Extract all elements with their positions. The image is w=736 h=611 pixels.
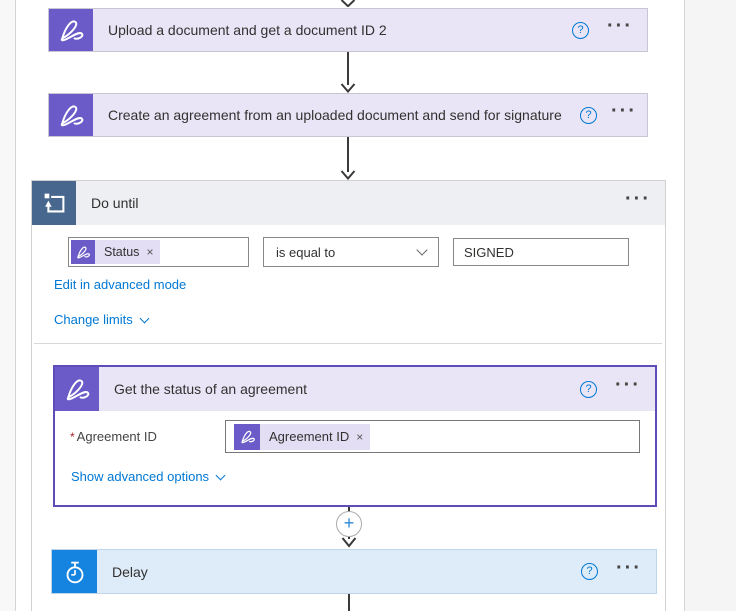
action-card-create-agreement[interactable]: Create an agreement from an uploaded doc… (48, 93, 648, 137)
canvas-right-gutter (686, 0, 736, 611)
insert-step-plus-button[interactable]: + (336, 511, 362, 537)
do-until-loop-icon (32, 181, 76, 225)
token-label: Status × (95, 240, 161, 264)
condition-operator-dropdown[interactable]: is equal to (263, 237, 439, 267)
connector-arrow-icon (340, 137, 356, 180)
chevron-down-icon (416, 244, 428, 256)
dynamic-content-token[interactable]: Agreement ID × (234, 423, 371, 450)
action-card-delay[interactable]: Delay ? ··· (51, 549, 657, 594)
field-label-text: Agreement ID (76, 429, 157, 444)
condition-value-input[interactable] (453, 238, 629, 266)
adobe-acrobat-sign-icon (234, 423, 260, 450)
adobe-acrobat-sign-icon (49, 94, 93, 136)
operator-value: is equal to (276, 244, 336, 260)
action-card-get-status: Get the status of an agreement ? ··· *Ag… (53, 365, 657, 507)
agreement-id-field-label: *Agreement ID (70, 429, 157, 444)
dynamic-content-token[interactable]: Status × (71, 240, 161, 264)
scope-title: Do until (91, 195, 139, 211)
do-until-header[interactable]: Do until ··· (32, 181, 665, 225)
adobe-acrobat-sign-icon (55, 367, 99, 411)
delay-timer-icon (52, 550, 97, 593)
do-until-scope: Do until ··· Status × is equal to (31, 180, 666, 611)
menu-ellipsis-icon[interactable]: ··· (607, 15, 633, 37)
show-advanced-options-link[interactable]: Show advanced options (71, 469, 226, 484)
help-icon[interactable]: ? (572, 21, 590, 39)
agreement-id-input[interactable]: Agreement ID × (225, 420, 640, 453)
change-limits-link[interactable]: Change limits (54, 312, 150, 327)
connector-arrow-icon (340, 52, 356, 93)
token-text: Agreement ID (269, 429, 350, 444)
section-divider (34, 343, 662, 344)
connector-line (348, 594, 350, 611)
condition-left-operand-input[interactable]: Status × (68, 237, 249, 267)
action-title: Create an agreement from an uploaded doc… (108, 107, 562, 123)
token-text: Status (104, 245, 140, 259)
token-label: Agreement ID × (260, 423, 371, 450)
adobe-acrobat-sign-icon (49, 9, 93, 51)
action-title: Upload a document and get a document ID … (108, 22, 387, 38)
link-text: Change limits (54, 312, 133, 327)
menu-ellipsis-icon[interactable]: ··· (615, 374, 641, 396)
remove-token-icon[interactable]: × (146, 245, 154, 259)
canvas-left-gutter (0, 0, 15, 611)
get-status-header[interactable]: Get the status of an agreement ? ··· (55, 367, 655, 411)
remove-token-icon[interactable]: × (356, 429, 364, 444)
action-title: Delay (112, 563, 148, 580)
connector-arrow-icon (341, 537, 357, 548)
help-icon[interactable]: ? (580, 106, 598, 124)
chevron-down-icon (215, 470, 226, 480)
menu-ellipsis-icon[interactable]: ··· (616, 556, 642, 579)
required-asterisk: * (70, 430, 75, 444)
help-icon[interactable]: ? (580, 380, 598, 398)
menu-ellipsis-icon[interactable]: ··· (625, 188, 651, 210)
plus-icon: + (343, 513, 355, 533)
adobe-acrobat-sign-icon (71, 240, 95, 264)
link-text: Show advanced options (71, 469, 210, 484)
help-icon[interactable]: ? (581, 563, 599, 580)
connector-arrow-icon (340, 0, 356, 7)
link-text: Edit in advanced mode (54, 277, 187, 292)
chevron-down-icon (139, 313, 150, 323)
action-title: Get the status of an agreement (114, 381, 308, 397)
menu-ellipsis-icon[interactable]: ··· (611, 100, 637, 122)
action-card-upload-document[interactable]: Upload a document and get a document ID … (48, 8, 648, 52)
edit-advanced-mode-link[interactable]: Edit in advanced mode (54, 277, 186, 292)
